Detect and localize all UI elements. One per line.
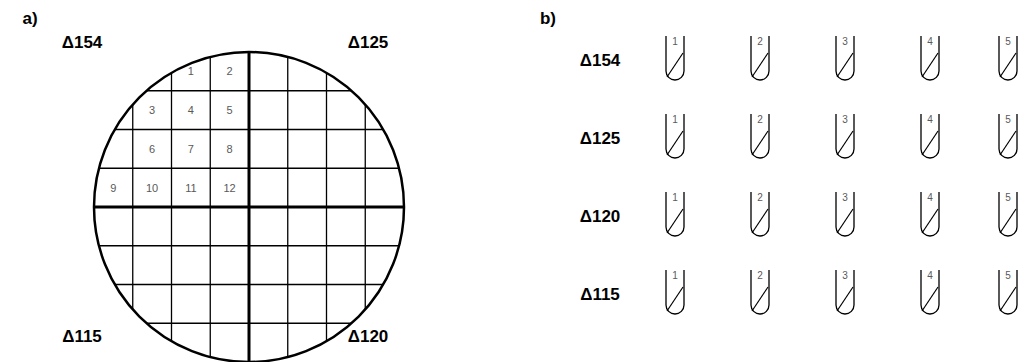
- test-tube: [836, 114, 854, 158]
- tube-number: 5: [1005, 37, 1011, 47]
- tube-number: 2: [757, 271, 763, 281]
- tube-number: 5: [1005, 271, 1011, 281]
- tube-number: 5: [1005, 193, 1011, 203]
- tube-number: 3: [842, 193, 848, 203]
- grid-line: [94, 323, 404, 324]
- agar-slant: [752, 53, 768, 77]
- test-tube: [999, 270, 1017, 314]
- test-tube: [999, 114, 1017, 158]
- test-tube: [751, 192, 769, 236]
- strain-label: Δ120: [580, 208, 621, 225]
- cell-number: 4: [188, 105, 194, 116]
- tube-number: 2: [757, 37, 763, 47]
- tube-number: 2: [757, 193, 763, 203]
- tube-number: 1: [672, 115, 678, 125]
- grid: [94, 52, 404, 362]
- test-tube: [921, 270, 939, 314]
- tube-number: 3: [842, 37, 848, 47]
- grid-line: [326, 52, 327, 362]
- strain-label: Δ115: [580, 286, 620, 303]
- tube-number: 1: [672, 193, 678, 203]
- test-tube: [666, 270, 684, 314]
- panel-label: a): [22, 10, 37, 27]
- agar-slant: [1000, 287, 1016, 311]
- test-tube: [921, 114, 939, 158]
- cell-number: 1: [188, 66, 194, 77]
- tube-number: 4: [927, 115, 933, 125]
- cell-number: 10: [146, 182, 158, 193]
- agar-slant: [667, 209, 683, 233]
- agar-slant: [1000, 131, 1016, 155]
- test-tube: [999, 192, 1017, 236]
- petri-dish: [94, 52, 404, 362]
- cell-number: 11: [185, 182, 196, 193]
- test-tube: [999, 36, 1017, 80]
- test-tube: [751, 270, 769, 314]
- cell-number: 8: [227, 143, 233, 154]
- test-tube: [921, 192, 939, 236]
- cell-number: 2: [227, 66, 233, 77]
- agar-slant: [837, 53, 853, 77]
- tube-number: 1: [672, 271, 678, 281]
- strain-label: Δ125: [348, 34, 389, 51]
- test-tube: [751, 114, 769, 158]
- agar-slant: [922, 131, 938, 155]
- cell-number: 6: [149, 143, 155, 154]
- agar-slant: [922, 287, 938, 311]
- agar-slant: [922, 209, 938, 233]
- strain-label: Δ115: [62, 328, 102, 345]
- cell-number: 9: [110, 182, 116, 193]
- test-tube: [836, 192, 854, 236]
- test-tube: [921, 36, 939, 80]
- agar-slant: [922, 53, 938, 77]
- test-tube: [666, 114, 684, 158]
- grid-line: [365, 52, 366, 362]
- agar-slant: [667, 287, 683, 311]
- agar-slant: [837, 209, 853, 233]
- strain-label: Δ125: [580, 130, 621, 147]
- agar-slant: [667, 131, 683, 155]
- tube-number: 1: [672, 37, 678, 47]
- tubes: [666, 36, 1017, 314]
- panel-label: b): [540, 10, 556, 27]
- agar-slant: [1000, 209, 1016, 233]
- cell-number: 7: [188, 143, 194, 154]
- cell-number: 3: [149, 105, 155, 116]
- cell-number: 12: [224, 182, 236, 193]
- cell-number: 5: [227, 105, 233, 116]
- strain-label: Δ154: [62, 34, 103, 51]
- test-tube: [666, 192, 684, 236]
- agar-slant: [1000, 53, 1016, 77]
- test-tube: [666, 36, 684, 80]
- agar-slant: [752, 209, 768, 233]
- tube-number: 4: [927, 271, 933, 281]
- agar-slant: [837, 287, 853, 311]
- grid-line: [94, 284, 404, 285]
- tube-number: 3: [842, 271, 848, 281]
- test-tube: [751, 36, 769, 80]
- grid-line: [287, 52, 288, 362]
- grid-line: [94, 206, 404, 209]
- tube-number: 3: [842, 115, 848, 125]
- strain-label: Δ154: [580, 52, 621, 69]
- agar-slant: [752, 131, 768, 155]
- test-tube: [836, 270, 854, 314]
- strain-label: Δ120: [348, 328, 389, 345]
- agar-slant: [752, 287, 768, 311]
- tube-number: 4: [927, 193, 933, 203]
- grid-line: [94, 245, 404, 246]
- tube-number: 2: [757, 115, 763, 125]
- agar-slant: [837, 131, 853, 155]
- agar-slant: [667, 53, 683, 77]
- tube-number: 5: [1005, 115, 1011, 125]
- tube-number: 4: [927, 37, 933, 47]
- test-tube: [836, 36, 854, 80]
